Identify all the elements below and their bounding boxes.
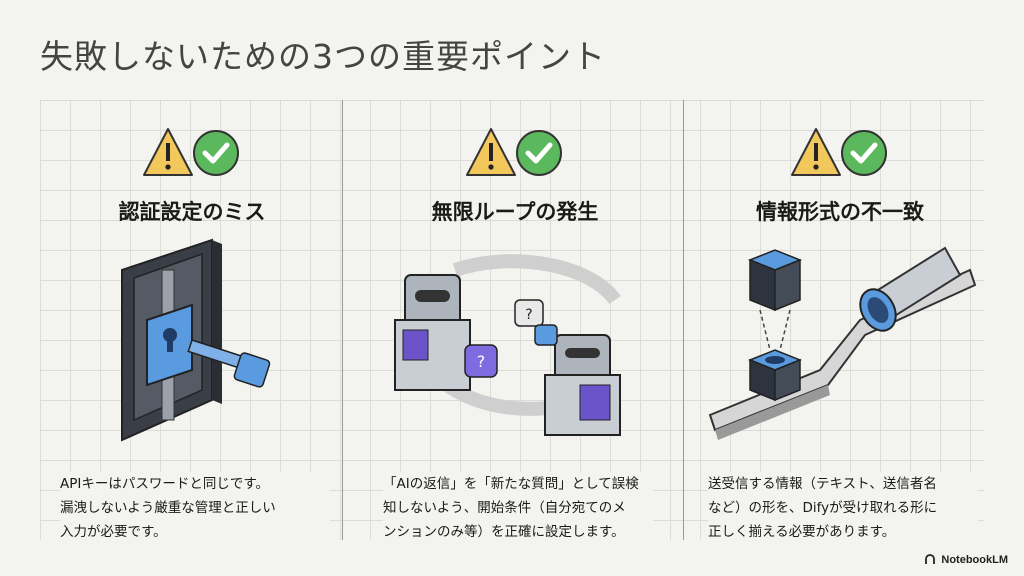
brand-watermark: NotebookLM [924, 554, 1008, 566]
warning-icon [143, 128, 193, 176]
column-heading: 無限ループの発生 [431, 200, 599, 224]
column-format: 情報形式の不一致 送受信する情報（テキスト、送信者名 など）の形を、Difyが受… [690, 100, 990, 544]
column-description: 送受信する情報（テキスト、送信者名 など）の形を、Difyが受け取れる形に 正し… [708, 472, 978, 544]
warning-icon [466, 128, 516, 176]
vault-lock-key-icon [42, 230, 342, 450]
status-icons [42, 125, 342, 185]
cube-pipe-icon [690, 230, 990, 450]
check-icon [841, 130, 887, 176]
column-loop: 無限ループの発生 ? ? 「AIの返信」を「新たな質問」として誤検 知しないよう… [365, 100, 665, 544]
check-icon [193, 130, 239, 176]
page-title: 失敗しないための3つの重要ポイント [40, 37, 606, 76]
bots-loop-icon: ? ? [365, 230, 665, 450]
status-icons [365, 125, 665, 185]
status-icons [690, 125, 990, 185]
column-heading: 情報形式の不一致 [756, 200, 924, 224]
column-description: APIキーはパスワードと同じです。 漏洩しないよう厳重な管理と正しい 入力が必要… [60, 472, 330, 544]
column-divider [683, 100, 684, 540]
column-description: 「AIの返信」を「新たな質問」として誤検 知しないよう、開始条件（自分宛てのメ … [383, 472, 653, 544]
column-divider [342, 100, 343, 540]
brand-name: NotebookLM [941, 554, 1008, 566]
warning-icon [791, 128, 841, 176]
svg-text:?: ? [525, 307, 532, 323]
notebooklm-logo-icon [925, 554, 936, 564]
svg-text:?: ? [477, 352, 486, 371]
column-heading: 認証設定のミス [118, 200, 266, 224]
column-auth: 認証設定のミス APIキーはパスワードと同じです。 漏洩しないよう厳重な管理と正… [42, 100, 342, 544]
check-icon [516, 130, 562, 176]
